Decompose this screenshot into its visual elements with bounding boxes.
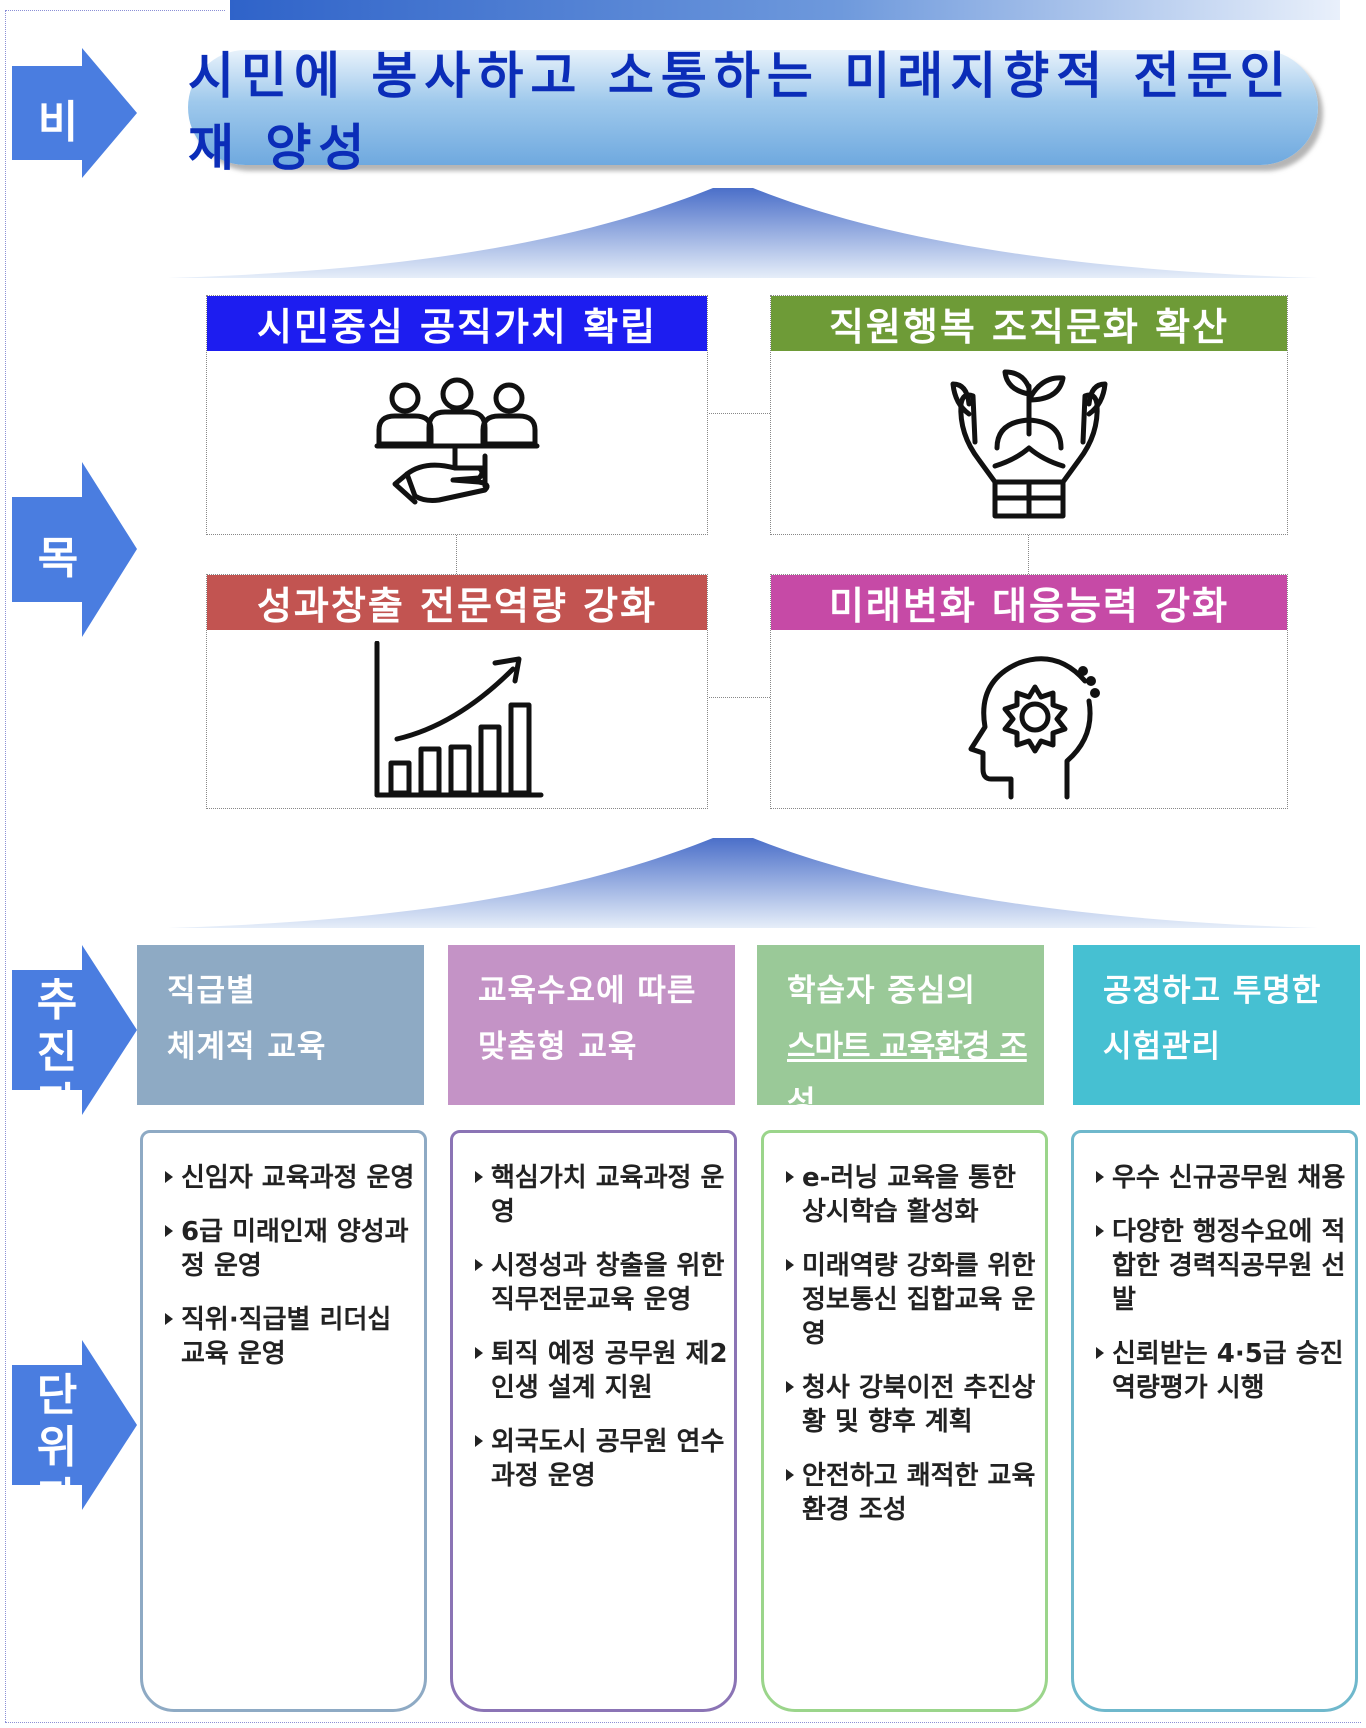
goals-label: 목표: [37, 533, 85, 648]
unit-task-text: 청사 강북이전 추진상황 및 향후 계획: [802, 1373, 1036, 1437]
triangle-bullet-icon: [475, 1435, 483, 1447]
unit-task-item: 외국도시 공무원 연수과정 운영: [475, 1425, 728, 1493]
unit-task-text: 6급 미래인재 양성과정 운영: [181, 1217, 409, 1281]
goal-connector: [706, 413, 770, 414]
unit-task-text: 안전하고 쾌적한 교육환경 조성: [802, 1461, 1036, 1525]
head-gear-icon: [949, 641, 1109, 805]
vision-banner: [188, 50, 1318, 165]
unit-task-text: 신뢰받는 4·5급 승진 역량평가 시행: [1112, 1339, 1344, 1403]
top-gradient-bar: [230, 0, 1340, 20]
goals-arrow: 목표: [12, 462, 137, 648]
unit-task-item: 6급 미래인재 양성과정 운영: [165, 1215, 418, 1283]
frame-bottom-border: [5, 1722, 1361, 1723]
unit-task-item: 미래역량 강화를 위한 정보통신 집합교육 운영: [786, 1249, 1039, 1351]
unit-task-text: 퇴직 예정 공무원 제2인생 설계 지원: [491, 1339, 728, 1403]
unit-task-text: 외국도시 공무원 연수과정 운영: [491, 1427, 725, 1491]
people-hand-icon: [367, 376, 547, 520]
triangle-bullet-icon: [165, 1313, 173, 1325]
goal-card: 직원행복 조직문화 확산: [770, 295, 1288, 535]
goal-title: 시민중심 공직가치 확립: [207, 296, 707, 351]
unit-task-text: 우수 신규공무원 채용: [1112, 1163, 1346, 1193]
unit-task-text: e-러닝 교육을 통한 상시학습 활성화: [802, 1163, 1016, 1227]
triangle-bullet-icon: [786, 1259, 794, 1271]
unit-task-text: 핵심가치 교육과정 운영: [491, 1163, 725, 1227]
frame-top-border: [5, 10, 225, 11]
goal-card: 미래변화 대응능력 강화: [770, 574, 1288, 809]
unit-task-item: 신임자 교육과정 운영: [165, 1161, 418, 1195]
unit-task-item: 핵심가치 교육과정 운영: [475, 1161, 728, 1229]
goal-connector: [456, 534, 457, 574]
triangle-bullet-icon: [475, 1347, 483, 1359]
unit-task-item: 청사 강북이전 추진상황 및 향후 계획: [786, 1371, 1039, 1439]
triangle-bullet-icon: [1096, 1171, 1104, 1183]
triangle-bullet-icon: [165, 1171, 173, 1183]
unit-task-text: 다양한 행정수요에 적합한 경력직공무원 선발: [1112, 1217, 1346, 1315]
upward-mound-bottom: [168, 838, 1318, 934]
unit-task-item: 신뢰받는 4·5급 승진 역량평가 시행: [1096, 1337, 1349, 1405]
goal-card: 성과창출 전문역량 강화: [206, 574, 708, 809]
unit-task-text: 시정성과 창출을 위한 직무전문교육 운영: [491, 1251, 725, 1315]
unit-task-item: 퇴직 예정 공무원 제2인생 설계 지원: [475, 1337, 728, 1405]
unit-task-item: 안전하고 쾌적한 교육환경 조성: [786, 1459, 1039, 1527]
frame-left-border: [5, 10, 6, 1722]
unit-task-text: 직위·직급별 리더십 교육 운영: [181, 1305, 392, 1369]
triangle-bullet-icon: [786, 1171, 794, 1183]
goal-card: 시민중심 공직가치 확립: [206, 295, 708, 535]
triangle-bullet-icon: [786, 1381, 794, 1393]
unit-task-item: 직위·직급별 리더십 교육 운영: [165, 1303, 418, 1371]
goal-connector: [1028, 534, 1029, 574]
unit-task-item: e-러닝 교육을 통한 상시학습 활성화: [786, 1161, 1039, 1229]
unit-task-text: 신임자 교육과정 운영: [181, 1163, 415, 1193]
triangle-bullet-icon: [1096, 1225, 1104, 1237]
unit-task-item: 우수 신규공무원 채용: [1096, 1161, 1349, 1195]
vision-text: 시민에 봉사하고 소통하는 미래지향적 전문인재 양성: [188, 46, 1293, 177]
growth-chart-icon: [367, 640, 547, 805]
goal-title: 미래변화 대응능력 강화: [771, 575, 1287, 630]
hands-plant-icon: [939, 364, 1119, 528]
goal-title: 성과창출 전문역량 강화: [207, 575, 707, 630]
upward-mound-top: [168, 188, 1318, 284]
triangle-bullet-icon: [165, 1225, 173, 1237]
triangle-bullet-icon: [475, 1171, 483, 1183]
vision-label: 비전: [37, 97, 85, 212]
unit-task-item: 시정성과 창출을 위한 직무전문교육 운영: [475, 1249, 728, 1317]
unit-task-item: 다양한 행정수요에 적합한 경력직공무원 선발: [1096, 1215, 1349, 1317]
vision-arrow: 비전: [12, 48, 137, 212]
goal-connector: [706, 697, 770, 698]
triangle-bullet-icon: [786, 1469, 794, 1481]
triangle-bullet-icon: [475, 1259, 483, 1271]
triangle-bullet-icon: [1096, 1347, 1104, 1359]
unit-task-text: 미래역량 강화를 위한 정보통신 집합교육 운영: [802, 1251, 1036, 1349]
goal-title: 직원행복 조직문화 확산: [771, 296, 1287, 351]
